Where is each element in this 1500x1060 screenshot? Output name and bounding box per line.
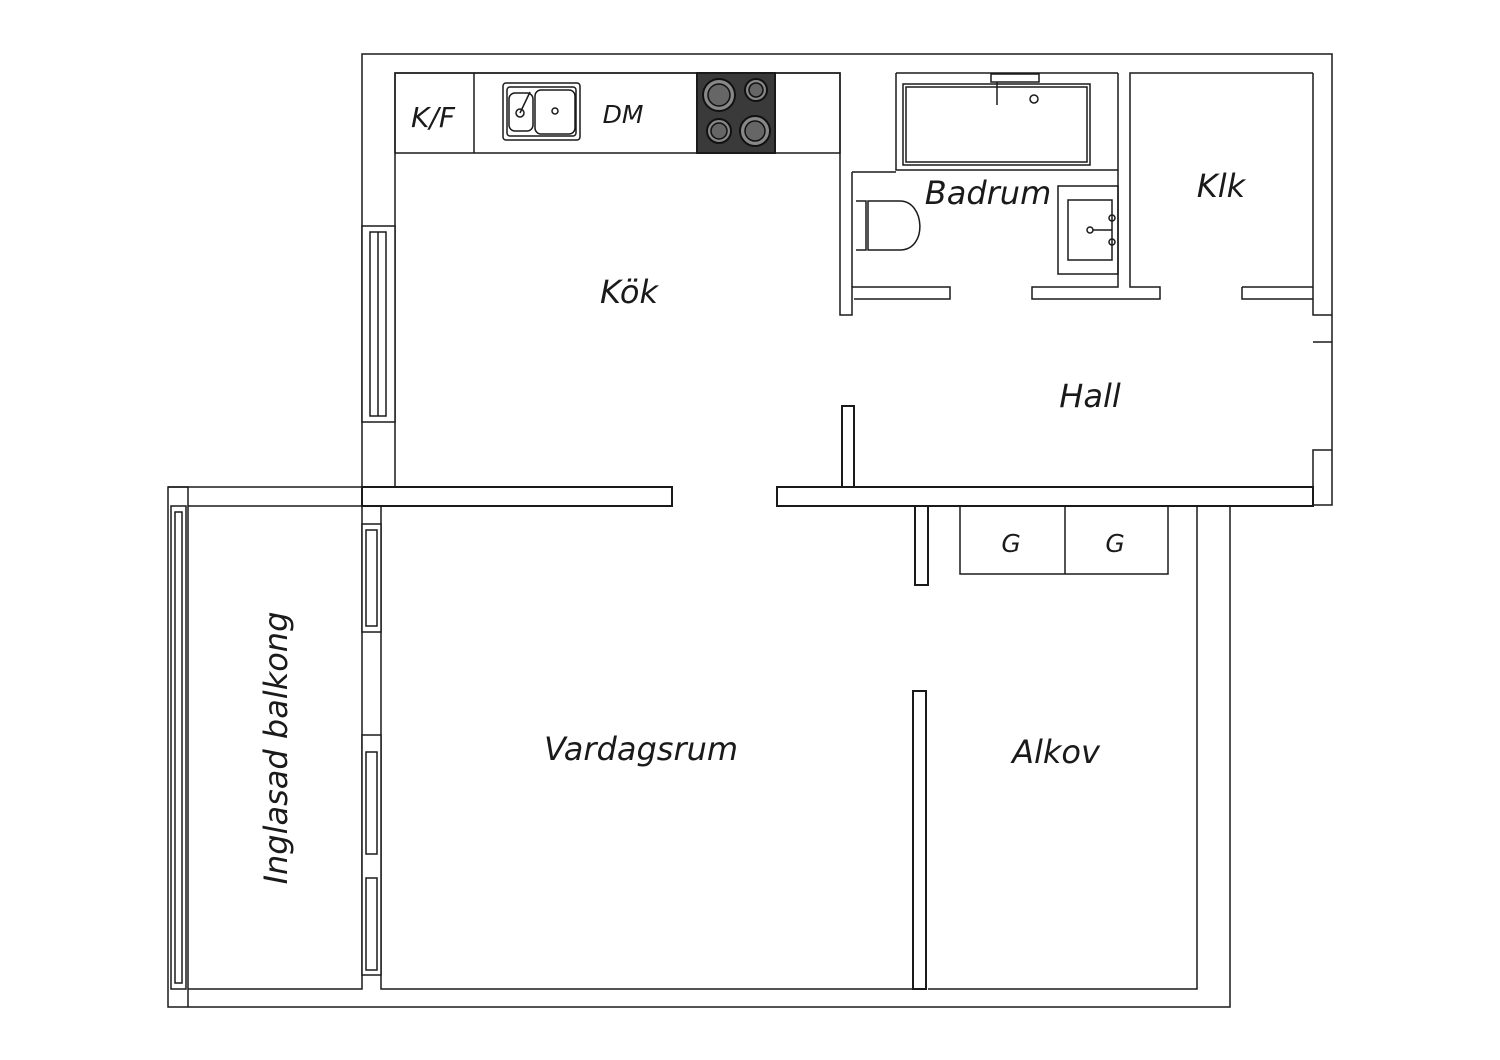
dishwasher-label: DM (603, 100, 644, 129)
stove-icon (696, 72, 776, 154)
balcony-glazing (170, 505, 187, 990)
balcony-label: Inglasad balkong (257, 612, 295, 885)
balcony-door (361, 734, 382, 976)
bathtub-icon (902, 73, 1091, 166)
balcony-window-top (361, 523, 382, 633)
bathroom-wall (851, 72, 1313, 300)
hall-wall (1312, 73, 1332, 487)
hall-wall-stub (841, 405, 855, 488)
bathroom-sink-icon (1057, 185, 1119, 275)
alcove-wall-top (914, 505, 929, 586)
kitchen-wall (394, 72, 951, 487)
kitchen-window (361, 225, 396, 423)
partition-kitchen-living-left (361, 486, 673, 507)
closet-label: Klk (1197, 167, 1247, 205)
outer-wall (167, 53, 1333, 1008)
toilet-icon (856, 200, 921, 251)
alcove-wall-bottom (912, 690, 927, 990)
kitchen-sink-icon (502, 82, 581, 141)
partition-kitchen-living-right (776, 486, 1314, 507)
wardrobe-label-2: G (1105, 529, 1124, 558)
bathroom-label: Badrum (925, 174, 1051, 212)
wardrobe-label-1: G (1001, 529, 1020, 558)
kitchen-counter (394, 72, 841, 154)
living-room-label: Vardagsrum (544, 730, 738, 768)
living-room-wall (380, 506, 1198, 990)
alcove-label: Alkov (1010, 733, 1101, 771)
hall-label: Hall (1059, 377, 1121, 415)
kitchen-label: Kök (600, 273, 659, 311)
wardrobe-unit (959, 505, 1169, 575)
fridge-freezer-label: K/F (411, 101, 456, 134)
balcony-outline (168, 486, 189, 1007)
